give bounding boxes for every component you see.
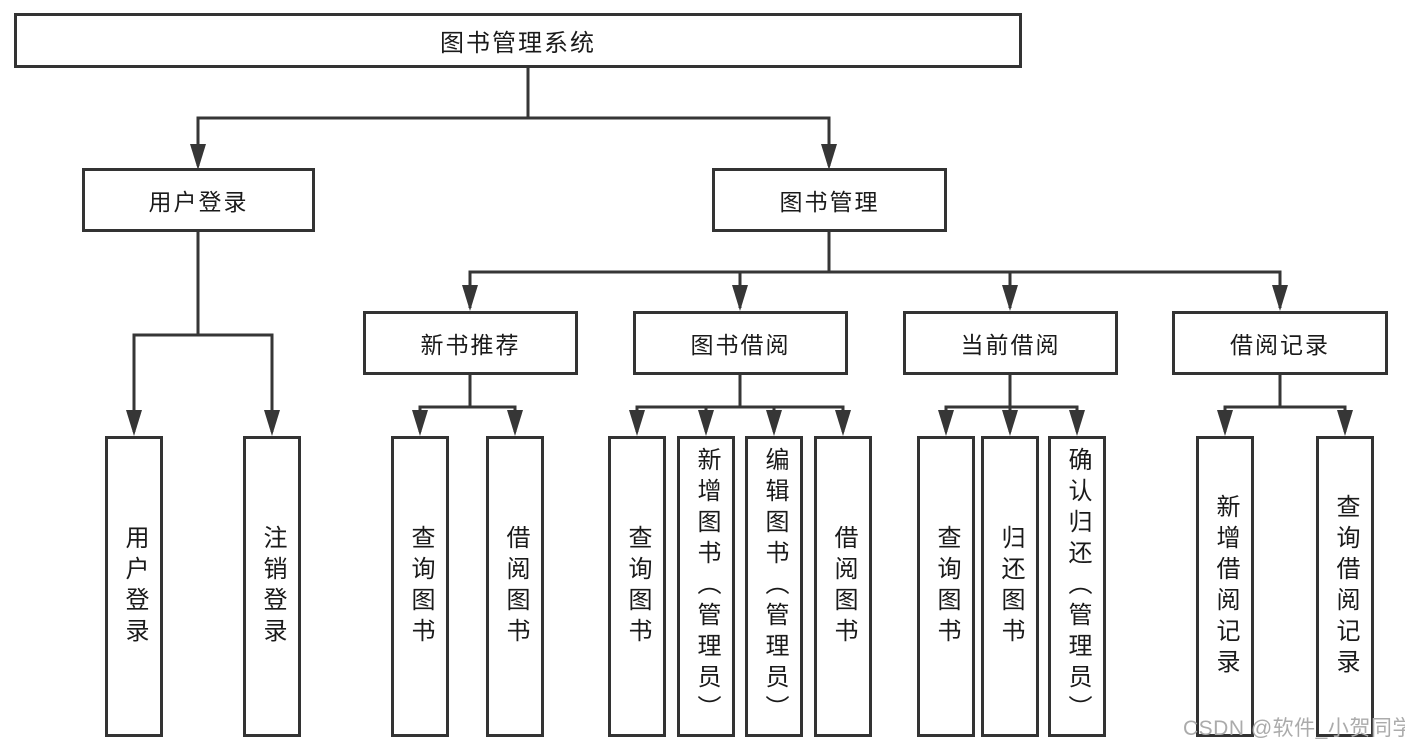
leaf-query-books-borrow: 查询图书 <box>608 436 666 737</box>
leaf-borrow-books-recommend-label: 借阅图书 <box>502 524 529 649</box>
node-new-book-recommendation: 新书推荐 <box>363 311 578 375</box>
leaf-borrow-books-label: 借阅图书 <box>830 524 857 649</box>
csdn-watermark: CSDN @软件_小贺同学 <box>1183 717 1405 740</box>
leaf-query-books-recommend: 查询图书 <box>391 436 449 737</box>
leaf-query-borrow-record-label: 查询借阅记录 <box>1332 493 1359 680</box>
node-book-borrowing: 图书借阅 <box>633 311 848 375</box>
connectors-root-to-branches <box>190 66 837 170</box>
leaf-query-books-borrow-label: 查询图书 <box>624 524 651 649</box>
node-root: 图书管理系统 <box>14 13 1022 68</box>
connectors-borrow-records-group <box>1217 373 1353 436</box>
leaf-user-login: 用户登录 <box>105 436 163 737</box>
leaf-borrow-books-recommend: 借阅图书 <box>486 436 544 737</box>
node-current-borrowing: 当前借阅 <box>903 311 1118 375</box>
leaf-edit-books-admin: 编辑图书（管理员） <box>745 436 803 737</box>
leaf-return-books: 归还图书 <box>981 436 1039 737</box>
connectors-user-login-branch <box>126 230 280 436</box>
connectors-book-borrow-group <box>629 373 851 436</box>
leaf-confirm-return-admin: 确认归还（管理员） <box>1048 436 1106 737</box>
leaf-add-borrow-record: 新增借阅记录 <box>1196 436 1254 737</box>
leaf-add-books-admin-label: 新增图书（管理员） <box>693 447 720 726</box>
leaf-add-books-admin: 新增图书（管理员） <box>677 436 735 737</box>
leaf-logout-login-label: 注销登录 <box>259 524 286 649</box>
connectors-current-borrow-group <box>938 373 1085 436</box>
leaf-logout-login: 注销登录 <box>243 436 301 737</box>
leaf-query-books-recommend-label: 查询图书 <box>407 524 434 649</box>
leaf-return-books-label: 归还图书 <box>997 524 1024 649</box>
leaf-borrow-books: 借阅图书 <box>814 436 872 737</box>
node-borrowing-records: 借阅记录 <box>1172 311 1388 375</box>
node-book-management: 图书管理 <box>712 168 947 232</box>
connectors-book-management-branch <box>462 230 1288 311</box>
leaf-query-borrow-record: 查询借阅记录 <box>1316 436 1374 737</box>
leaf-confirm-return-admin-label: 确认归还（管理员） <box>1064 447 1091 726</box>
leaf-user-login-label: 用户登录 <box>121 524 148 649</box>
node-user-login: 用户登录 <box>82 168 315 232</box>
leaf-query-books-current-label: 查询图书 <box>933 524 960 649</box>
leaf-query-books-current: 查询图书 <box>917 436 975 737</box>
connectors-new-book-group <box>412 373 523 436</box>
leaf-add-borrow-record-label: 新增借阅记录 <box>1212 493 1239 680</box>
leaf-edit-books-admin-label: 编辑图书（管理员） <box>761 447 788 726</box>
